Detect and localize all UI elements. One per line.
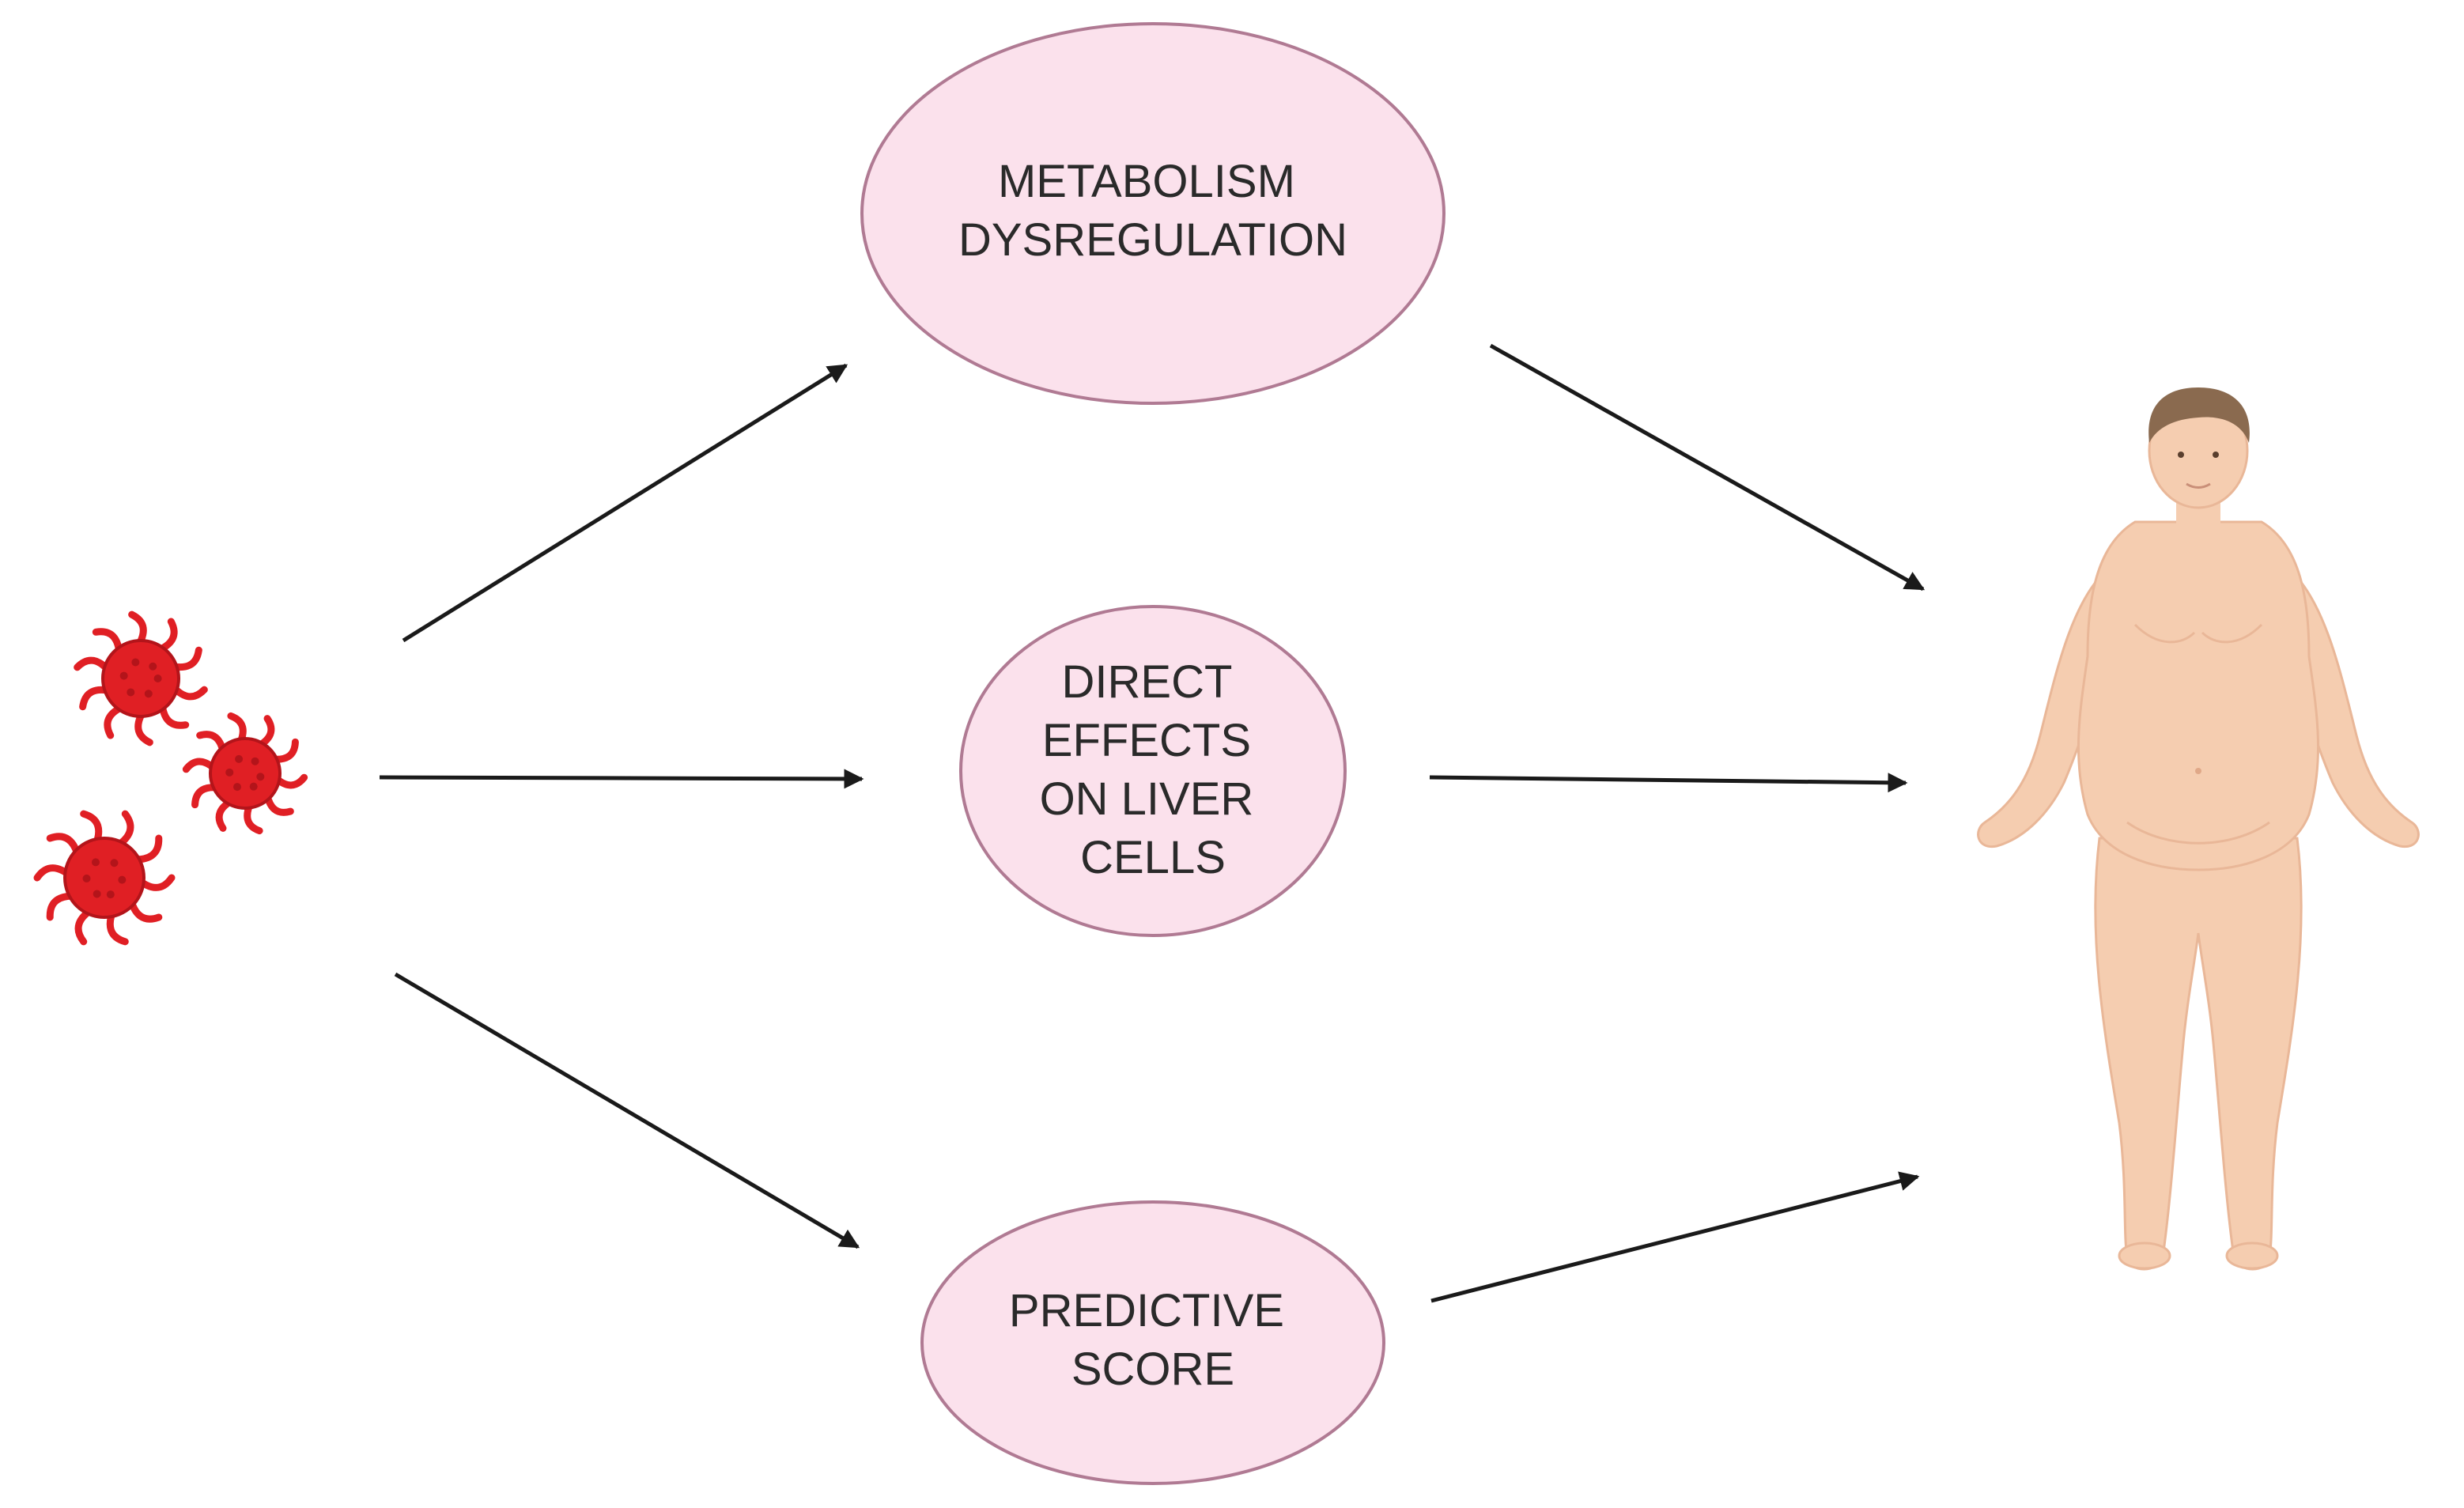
arrow-predictive-to-target <box>1430 1171 1920 1303</box>
arrows <box>379 343 1925 1303</box>
cell-texture <box>249 782 258 791</box>
figure-mouth <box>2186 482 2211 489</box>
figure-legs <box>2094 837 2303 1271</box>
node-label-line: DYSREGULATION <box>958 214 1347 266</box>
node-metabolism-ellipse <box>860 22 1446 405</box>
cell-texture <box>82 874 91 883</box>
node-label-line: EFFECTS <box>1042 715 1251 766</box>
cell-texture <box>149 662 157 671</box>
node-predictive-ellipse <box>920 1200 1385 1485</box>
node-direct: DIRECT EFFECTS ON LIVER CELLS <box>959 605 1347 937</box>
node-label-line: ON LIVER <box>1040 773 1254 825</box>
figure-right-eye <box>2213 452 2219 458</box>
node-predictive: PREDICTIVE SCORE <box>920 1200 1385 1485</box>
cell-body <box>63 837 145 919</box>
figure-left-foot <box>2118 1242 2171 1270</box>
figure-torso <box>2077 520 2320 871</box>
arrow-metabolism-to-target <box>1489 343 1925 591</box>
node-label-line: DIRECT <box>1062 656 1232 708</box>
cell-texture <box>233 783 242 792</box>
figure-hair <box>2148 387 2250 443</box>
red-blood-cell-icon <box>74 610 208 746</box>
figure-belly-crease <box>2126 821 2270 845</box>
cell-texture <box>225 768 234 777</box>
cell-texture <box>144 690 153 698</box>
node-predictive-label: PREDICTIVE SCORE <box>1009 1285 1297 1395</box>
node-direct-ellipse <box>959 605 1347 937</box>
figure-right-foot <box>2225 1242 2279 1270</box>
cell-body <box>101 639 180 718</box>
figure-navel <box>2195 768 2201 774</box>
node-label-line: PREDICTIVE <box>1009 1285 1284 1336</box>
cell-texture <box>153 675 162 682</box>
arrow-source-to-direct <box>379 769 864 789</box>
node-direct-label: DIRECT EFFECTS ON LIVER CELLS <box>1040 656 1267 883</box>
node-metabolism-label: METABOLISM DYSREGULATION <box>958 156 1347 266</box>
cell-texture <box>235 754 244 763</box>
cell-texture <box>118 875 127 884</box>
arrow-source-to-predictive <box>394 972 860 1249</box>
red-blood-cells-icon <box>33 610 308 946</box>
cell-texture <box>91 858 100 867</box>
node-label-line: CELLS <box>1080 832 1226 883</box>
cell-texture <box>256 773 265 781</box>
arrow-source-to-metabolism <box>402 363 848 643</box>
cell-texture <box>127 688 135 697</box>
figure-chest <box>2133 623 2263 644</box>
obese-human-figure-icon <box>1977 387 2420 1271</box>
node-label-line: SCORE <box>1071 1344 1234 1395</box>
cell-texture <box>251 757 259 765</box>
cell-body <box>209 737 282 810</box>
red-blood-cell-icon <box>182 712 308 835</box>
red-blood-cell-icon <box>33 810 176 946</box>
figure-left-eye <box>2178 452 2184 458</box>
cell-texture <box>110 859 119 867</box>
cell-texture <box>131 658 140 667</box>
cell-texture <box>106 890 115 899</box>
node-label-line: METABOLISM <box>998 156 1295 207</box>
cell-texture <box>93 890 101 898</box>
cell-texture <box>119 671 128 680</box>
arrow-direct-to-target <box>1429 773 1908 793</box>
node-metabolism: METABOLISM DYSREGULATION <box>860 22 1446 405</box>
